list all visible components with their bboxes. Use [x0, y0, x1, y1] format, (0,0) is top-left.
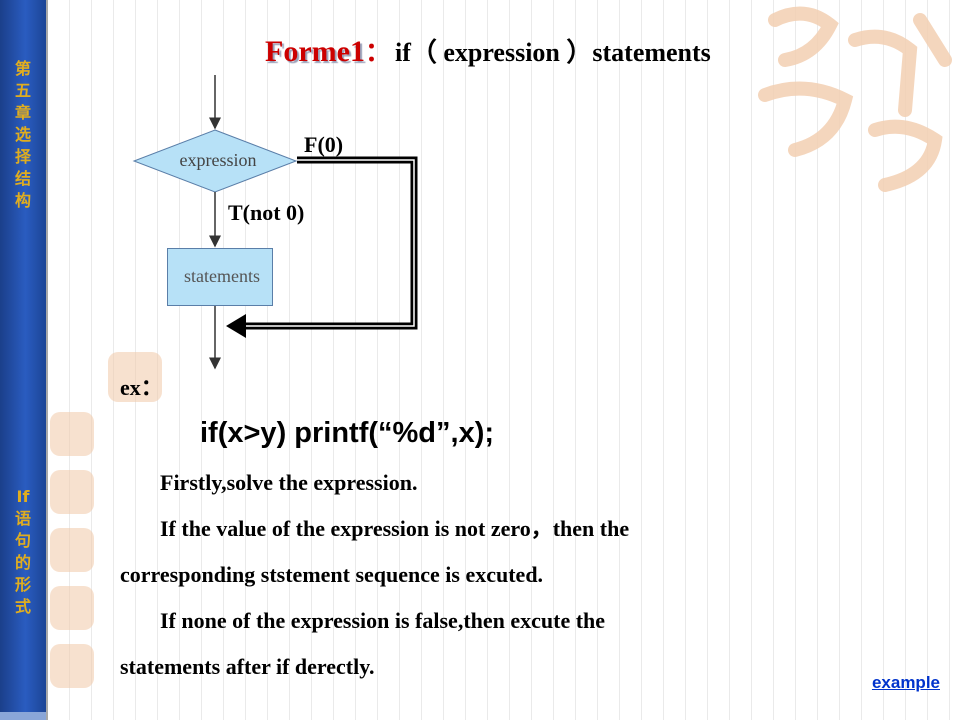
- decorative-seal-icon: [758, 6, 952, 192]
- sidebar-char: 的: [14, 553, 31, 572]
- slide-title: Forme1： if（ expression ）statements: [265, 32, 711, 69]
- explanation-line-4: If none of the expression is false,then …: [160, 608, 606, 633]
- sidebar-char: 第: [14, 59, 31, 78]
- sidebar: 第 五 章 选 择 结 构 If 语 句 的 形 式: [0, 0, 48, 720]
- sidebar-char: 语: [14, 509, 31, 528]
- sidebar-char: 句: [14, 531, 31, 550]
- explanation-line-2: If the value of the expression is not ze…: [160, 516, 630, 541]
- seal-stamp-icon: [50, 528, 94, 572]
- sidebar-footer-strip: [0, 712, 46, 720]
- false-label: F(0): [304, 132, 344, 157]
- title-forme: Forme1: [265, 35, 365, 68]
- title-colon: ：: [364, 38, 391, 67]
- sidebar-chapter-title: 第 五 章 选 择 结 构: [0, 58, 46, 212]
- sidebar-char: 式: [14, 597, 31, 616]
- explanation-line-3: corresponding ststement sequence is excu…: [120, 562, 544, 587]
- explanation-line-5: statements after if derectly.: [120, 654, 375, 679]
- false-branch-path: [226, 156, 418, 338]
- true-label: T(not 0): [228, 200, 305, 225]
- seal-stamp-icon: [50, 470, 94, 514]
- sidebar-section-title: If 语 句 的 形 式: [0, 486, 46, 618]
- sidebar-char: 章: [14, 103, 31, 122]
- title-syntax: if（ expression ）statements: [394, 38, 711, 67]
- sidebar-char: 构: [14, 191, 31, 210]
- statements-box: [167, 248, 273, 306]
- example-code: if(x>y) printf(“%d”,x);: [200, 417, 495, 449]
- sidebar-char: 结: [14, 169, 31, 188]
- background-grid: [48, 0, 960, 720]
- sidebar-char: 选: [14, 125, 31, 144]
- seal-stamp-icon: [50, 412, 94, 456]
- sidebar-char: 五: [14, 81, 31, 100]
- sidebar-char: 择: [14, 147, 31, 166]
- statements-label: statements: [184, 266, 260, 286]
- explanation-line-1: Firstly,solve the expression.: [160, 470, 418, 495]
- sidebar-char: If: [16, 487, 30, 506]
- seal-stamp-icon: [50, 586, 94, 630]
- condition-label: expression: [179, 150, 257, 170]
- seal-stamp-icon: [108, 352, 162, 402]
- example-link[interactable]: example: [871, 673, 940, 692]
- example-label: ex：: [120, 375, 163, 400]
- sidebar-char: 形: [14, 575, 31, 594]
- seal-stamp-icon: [50, 644, 94, 688]
